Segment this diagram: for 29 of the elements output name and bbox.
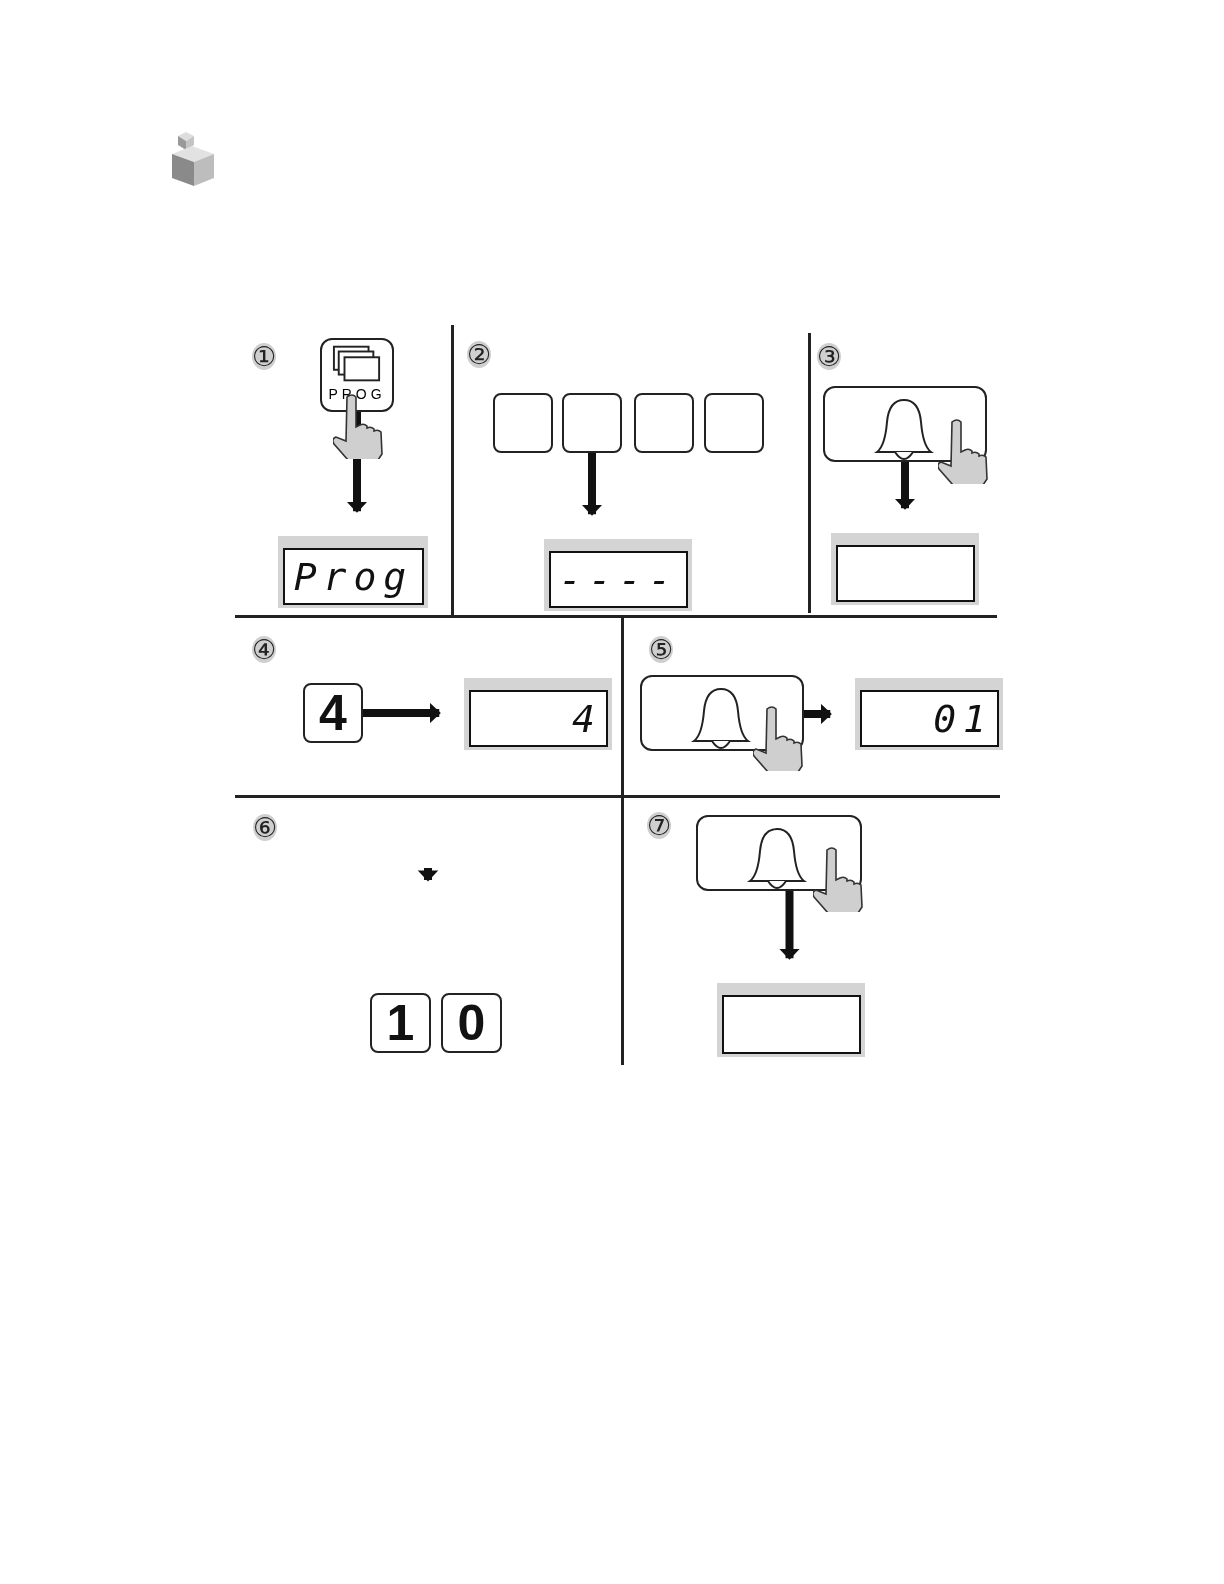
number-key: 1: [370, 993, 431, 1053]
step-number: ④: [252, 636, 277, 663]
lcd-display: Prog: [278, 536, 428, 608]
lcd-display: ----: [544, 539, 692, 611]
arrow: [804, 703, 832, 725]
lcd-display: 01: [855, 678, 1003, 750]
step-number: ②: [467, 341, 492, 368]
step-number: ⑦: [647, 812, 672, 839]
step-number: ⑤: [649, 636, 674, 663]
number-key: 0: [441, 993, 502, 1053]
number-key: 4: [303, 683, 363, 743]
step-number: ①: [252, 343, 277, 370]
program-button: PROG: [320, 338, 394, 412]
arrow: [581, 453, 603, 516]
blank-key: [634, 393, 694, 453]
arrow: [894, 462, 916, 510]
lcd-display: 4: [464, 678, 612, 750]
lcd-display: [831, 533, 979, 605]
step-number: ③: [817, 343, 842, 370]
blank-key: [562, 393, 622, 453]
arrow: [363, 702, 441, 724]
bell-button: [696, 815, 862, 891]
arrow: [779, 891, 800, 960]
bell-button: [640, 675, 804, 751]
bell-button: [823, 386, 987, 462]
step-number: ⑥: [253, 814, 278, 841]
blank-key: [704, 393, 764, 453]
blank-key: [493, 393, 553, 453]
lcd-display: [717, 983, 865, 1057]
